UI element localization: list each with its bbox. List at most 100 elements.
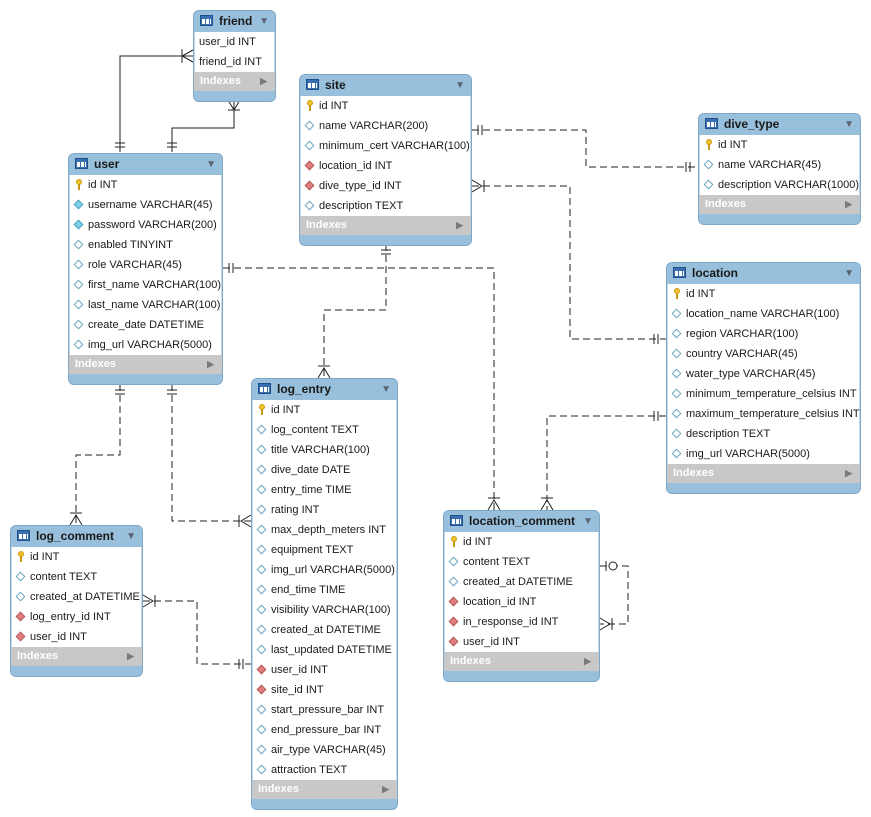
column-row[interactable]: end_pressure_bar INT <box>253 720 396 740</box>
column-row[interactable]: user_id INT <box>12 627 141 647</box>
column-row[interactable]: air_type VARCHAR(45) <box>253 740 396 760</box>
column-row[interactable]: max_depth_meters INT <box>253 520 396 540</box>
column-row[interactable]: dive_date DATE <box>253 460 396 480</box>
indexes-section[interactable]: Indexes ▶ <box>667 464 860 483</box>
column-row[interactable]: attraction TEXT <box>253 760 396 780</box>
column-row[interactable]: created_at DATETIME <box>12 587 141 607</box>
column-row[interactable]: username VARCHAR(45) <box>70 195 221 215</box>
column-row[interactable]: id INT <box>253 400 396 420</box>
column-row[interactable]: site_id INT <box>253 680 396 700</box>
column-row[interactable]: id INT <box>445 532 598 552</box>
indexes-section[interactable]: Indexes ▶ <box>194 72 275 91</box>
column-row[interactable]: location_name VARCHAR(100) <box>668 304 859 324</box>
column-row[interactable]: last_name VARCHAR(100) <box>70 295 221 315</box>
indexes-section[interactable]: Indexes ▶ <box>11 647 142 666</box>
expand-triangle-icon[interactable]: ▶ <box>584 656 591 666</box>
column-row[interactable]: created_at DATETIME <box>445 572 598 592</box>
column-row[interactable]: name VARCHAR(45) <box>700 155 859 175</box>
table-header[interactable]: friend ▼ <box>194 11 275 32</box>
column-row[interactable]: first_name VARCHAR(100) <box>70 275 221 295</box>
column-row[interactable]: content TEXT <box>445 552 598 572</box>
expand-triangle-icon[interactable]: ▶ <box>382 784 389 794</box>
table-header[interactable]: dive_type ▼ <box>699 114 860 135</box>
table-header[interactable]: log_entry ▼ <box>252 379 397 400</box>
table-site[interactable]: site ▼ id INT name VARCHAR(200)minimum_ce… <box>299 74 472 246</box>
column-row[interactable]: location_id INT <box>445 592 598 612</box>
collapse-triangle-icon[interactable]: ▼ <box>126 531 136 542</box>
column-row[interactable]: end_time TIME <box>253 580 396 600</box>
collapse-triangle-icon[interactable]: ▼ <box>381 384 391 395</box>
column-row[interactable]: region VARCHAR(100) <box>668 324 859 344</box>
column-row[interactable]: in_response_id INT <box>445 612 598 632</box>
column-row[interactable]: minimum_temperature_celsius INT <box>668 384 859 404</box>
column-row[interactable]: user_id INT <box>195 32 274 52</box>
column-row[interactable]: country VARCHAR(45) <box>668 344 859 364</box>
expand-triangle-icon[interactable]: ▶ <box>207 359 214 369</box>
column-row[interactable]: img_url VARCHAR(5000) <box>70 335 221 355</box>
indexes-section[interactable]: Indexes ▶ <box>300 216 471 235</box>
column-row[interactable]: name VARCHAR(200) <box>301 116 470 136</box>
column-row[interactable]: enabled TINYINT <box>70 235 221 255</box>
column-row[interactable]: friend_id INT <box>195 52 274 72</box>
column-row[interactable]: visibility VARCHAR(100) <box>253 600 396 620</box>
column-row[interactable]: id INT <box>12 547 141 567</box>
column-row[interactable]: equipment TEXT <box>253 540 396 560</box>
column-row[interactable]: title VARCHAR(100) <box>253 440 396 460</box>
collapse-triangle-icon[interactable]: ▼ <box>455 80 465 91</box>
column-row[interactable]: log_entry_id INT <box>12 607 141 627</box>
column-row[interactable]: img_url VARCHAR(5000) <box>668 444 859 464</box>
indexes-section[interactable]: Indexes ▶ <box>699 195 860 214</box>
expand-triangle-icon[interactable]: ▶ <box>845 468 852 478</box>
indexes-section[interactable]: Indexes ▶ <box>252 780 397 799</box>
table-header[interactable]: user ▼ <box>69 154 222 175</box>
column-row[interactable]: user_id INT <box>445 632 598 652</box>
column-row[interactable]: description TEXT <box>668 424 859 444</box>
expand-triangle-icon[interactable]: ▶ <box>845 199 852 209</box>
column-row[interactable]: role VARCHAR(45) <box>70 255 221 275</box>
column-row[interactable]: dive_type_id INT <box>301 176 470 196</box>
column-row[interactable]: img_url VARCHAR(5000) <box>253 560 396 580</box>
column-row[interactable]: id INT <box>301 96 470 116</box>
expand-triangle-icon[interactable]: ▶ <box>127 651 134 661</box>
table-header[interactable]: location_comment ▼ <box>444 511 599 532</box>
column-row[interactable]: log_content TEXT <box>253 420 396 440</box>
column-row[interactable]: id INT <box>700 135 859 155</box>
column-row[interactable]: create_date DATETIME <box>70 315 221 335</box>
column-row[interactable]: maximum_temperature_celsius INT <box>668 404 860 424</box>
column-row[interactable]: user_id INT <box>253 660 396 680</box>
collapse-triangle-icon[interactable]: ▼ <box>844 268 854 279</box>
column-row[interactable]: minimum_cert VARCHAR(100) <box>301 136 470 156</box>
column-row[interactable]: start_pressure_bar INT <box>253 700 396 720</box>
column-row[interactable]: id INT <box>668 284 859 304</box>
collapse-triangle-icon[interactable]: ▼ <box>259 16 269 27</box>
column-text: id INT <box>319 100 349 112</box>
column-row[interactable]: entry_time TIME <box>253 480 396 500</box>
column-row[interactable]: rating INT <box>253 500 396 520</box>
expand-triangle-icon[interactable]: ▶ <box>260 76 267 86</box>
collapse-triangle-icon[interactable]: ▼ <box>206 159 216 170</box>
column-row[interactable]: location_id INT <box>301 156 470 176</box>
collapse-triangle-icon[interactable]: ▼ <box>583 516 593 527</box>
column-row[interactable]: password VARCHAR(200) <box>70 215 221 235</box>
column-row[interactable]: description VARCHAR(1000) <box>700 175 859 195</box>
indexes-section[interactable]: Indexes ▶ <box>69 355 222 374</box>
table-header[interactable]: log_comment ▼ <box>11 526 142 547</box>
column-row[interactable]: description TEXT <box>301 196 470 216</box>
column-row[interactable]: id INT <box>70 175 221 195</box>
column-row[interactable]: created_at DATETIME <box>253 620 396 640</box>
table-header[interactable]: site ▼ <box>300 75 471 96</box>
column-row[interactable]: water_type VARCHAR(45) <box>668 364 859 384</box>
expand-triangle-icon[interactable]: ▶ <box>456 220 463 230</box>
collapse-triangle-icon[interactable]: ▼ <box>844 119 854 130</box>
indexes-section[interactable]: Indexes ▶ <box>444 652 599 671</box>
column-row[interactable]: last_updated DATETIME <box>253 640 396 660</box>
table-header[interactable]: location ▼ <box>667 263 860 284</box>
column-row[interactable]: content TEXT <box>12 567 141 587</box>
